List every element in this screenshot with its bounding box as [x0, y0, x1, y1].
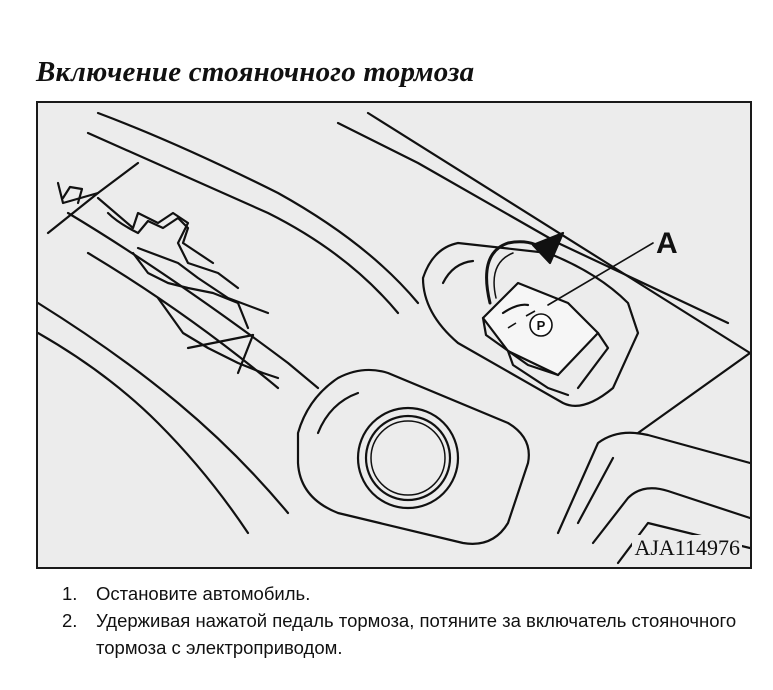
step-text: Удерживая нажатой педаль тормоза, потяни…	[96, 610, 737, 658]
step-text: Остановите автомобиль.	[96, 583, 311, 604]
step-number: 2.	[62, 610, 78, 631]
section-title: Включение стояночного тормоза	[36, 56, 475, 88]
instruction-list: 1. Остановите автомобиль. 2. Удерживая н…	[62, 580, 742, 661]
list-item: 2. Удерживая нажатой педаль тормоза, пот…	[62, 607, 742, 661]
step-number: 1.	[62, 583, 78, 604]
figure-code: AJA114976	[632, 535, 742, 561]
callout-label: A	[656, 227, 678, 260]
list-item: 1. Остановите автомобиль.	[62, 580, 742, 607]
parking-symbol: P	[537, 318, 546, 333]
console-drawing: P	[38, 111, 750, 565]
parking-p-icon	[529, 313, 553, 337]
parking-brake-illustration: P A AJA114976	[36, 101, 752, 569]
